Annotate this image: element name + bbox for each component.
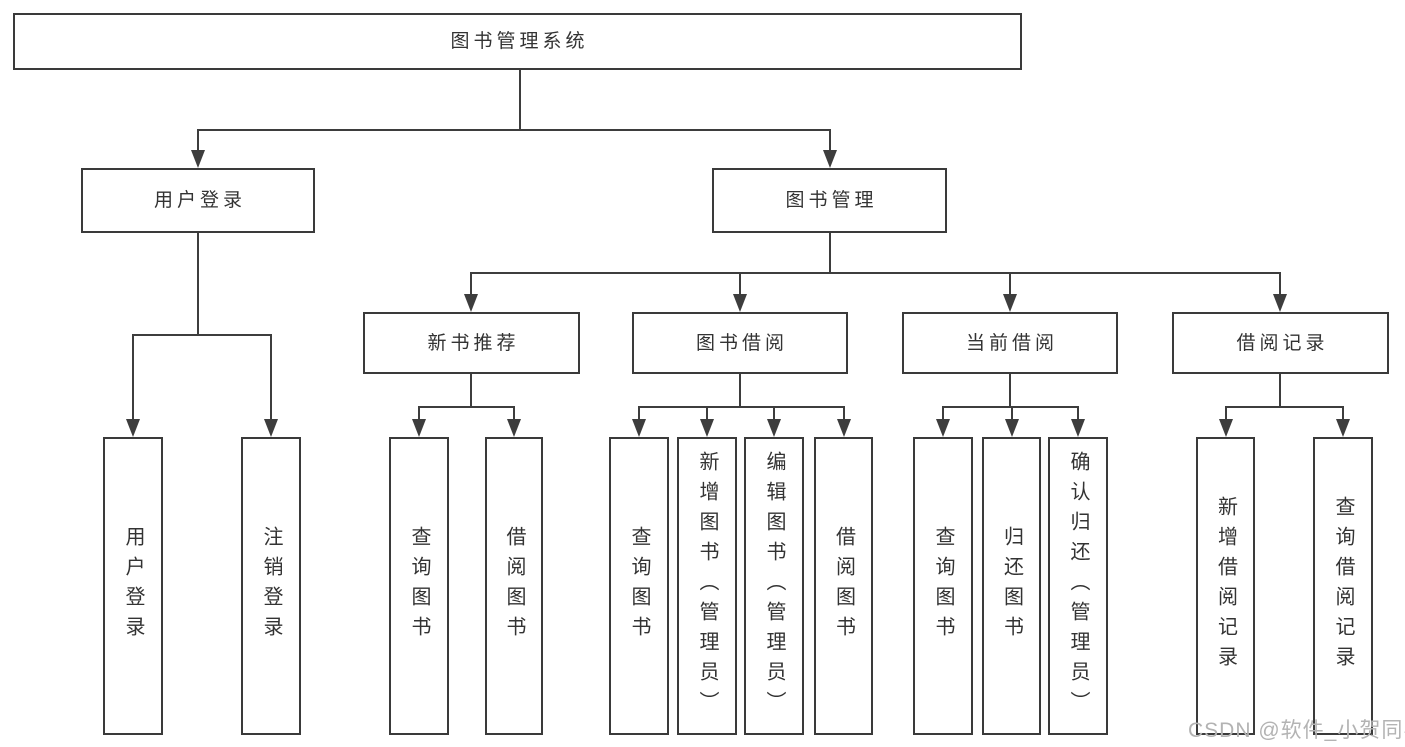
node-query-borrow-record: 查询借阅记录 [1313, 437, 1373, 735]
connector-line [1077, 406, 1079, 426]
node-borrow-record: 借阅记录 [1172, 312, 1389, 374]
connector-line [418, 406, 515, 408]
node-book-mgmt: 图书管理 [712, 168, 947, 233]
connector-line [1225, 406, 1344, 408]
node-current-borrow: 当前借阅 [902, 312, 1118, 374]
connector-line [470, 272, 1281, 274]
connector-line [270, 334, 272, 424]
connector-line [638, 406, 845, 408]
arrowhead-down-icon [733, 294, 747, 312]
arrowhead-down-icon [412, 419, 426, 437]
connector-line [1279, 374, 1281, 408]
arrowhead-down-icon [1071, 419, 1085, 437]
node-query-book-1: 查询图书 [389, 437, 449, 735]
connector-line [638, 406, 640, 426]
arrowhead-down-icon [700, 419, 714, 437]
connector-line [1009, 374, 1011, 408]
connector-line [1011, 406, 1013, 426]
node-logout: 注销登录 [241, 437, 301, 735]
connector-line [942, 406, 944, 426]
connector-line [942, 406, 1079, 408]
node-new-book-rec: 新书推荐 [363, 312, 580, 374]
connector-line [1225, 406, 1227, 426]
connector-line [197, 129, 199, 155]
connector-line [197, 129, 831, 131]
arrowhead-down-icon [1336, 419, 1350, 437]
connector-line [470, 374, 472, 408]
arrowhead-down-icon [823, 150, 837, 168]
node-add-borrow-record: 新增借阅记录 [1196, 437, 1255, 735]
node-add-book-admin: 新增图书（管理员） [677, 437, 737, 735]
csdn-watermark: CSDN @软件_小贺同学 [1188, 719, 1405, 742]
node-login: 用户登录 [81, 168, 315, 233]
arrowhead-down-icon [1005, 419, 1019, 437]
node-root: 图书管理系统 [13, 13, 1022, 70]
connector-line [1009, 272, 1011, 299]
node-query-book-2: 查询图书 [609, 437, 669, 735]
node-query-book-3: 查询图书 [913, 437, 973, 735]
connector-line [418, 406, 420, 426]
node-edit-book-admin: 编辑图书（管理员） [744, 437, 804, 735]
connector-line [197, 233, 199, 336]
connector-line [513, 406, 515, 426]
connector-line [829, 233, 831, 274]
connector-line [739, 374, 741, 408]
arrowhead-down-icon [837, 419, 851, 437]
connector-line [706, 406, 708, 426]
connector-line [132, 334, 134, 424]
connector-line [829, 129, 831, 155]
arrowhead-down-icon [1003, 294, 1017, 312]
arrowhead-down-icon [936, 419, 950, 437]
arrowhead-down-icon [464, 294, 478, 312]
arrowhead-down-icon [264, 419, 278, 437]
arrowhead-down-icon [191, 150, 205, 168]
node-book-borrow: 图书借阅 [632, 312, 848, 374]
arrowhead-down-icon [767, 419, 781, 437]
arrowhead-down-icon [1219, 419, 1233, 437]
connector-line [132, 334, 272, 336]
connector-line [519, 69, 521, 131]
node-borrow-book-2: 借阅图书 [814, 437, 873, 735]
node-return-book: 归还图书 [982, 437, 1041, 735]
arrowhead-down-icon [1273, 294, 1287, 312]
connector-line [1279, 272, 1281, 299]
node-user-login: 用户登录 [103, 437, 163, 735]
connector-line [773, 406, 775, 426]
connector-line [739, 272, 741, 299]
connector-line [843, 406, 845, 426]
arrowhead-down-icon [632, 419, 646, 437]
node-borrow-book-1: 借阅图书 [485, 437, 543, 735]
arrowhead-down-icon [126, 419, 140, 437]
connector-line [1342, 406, 1344, 426]
connector-line [470, 272, 472, 299]
node-confirm-return-admin: 确认归还（管理员） [1048, 437, 1108, 735]
arrowhead-down-icon [507, 419, 521, 437]
